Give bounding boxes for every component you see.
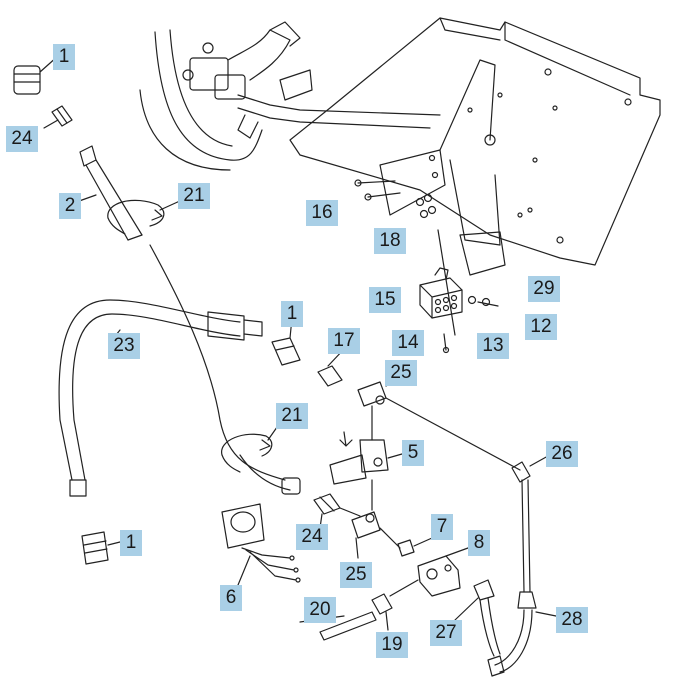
nut-1-bottom: [81, 531, 121, 565]
pipe-26-28: [487, 455, 557, 677]
callout-28: 28: [556, 607, 588, 633]
callout-1-top: 1: [53, 44, 75, 70]
fitting-19: [371, 593, 393, 631]
bracket: [379, 59, 506, 276]
callout-25-bottom: 25: [340, 562, 372, 588]
fitting-24-bottom: [313, 493, 361, 529]
callout-29: 29: [528, 276, 560, 302]
tee-25-lower: [351, 511, 401, 559]
valve-5: [329, 431, 403, 511]
callout-25-top: 25: [385, 360, 417, 386]
screw-12-13: [437, 229, 499, 336]
nuts-18: [415, 193, 437, 219]
rotation-arrow-21a: [107, 199, 183, 235]
callout-12: 12: [525, 314, 557, 340]
mounting-plate: [289, 17, 661, 266]
callout-1-bottom: 1: [120, 530, 142, 556]
callout-13: 13: [477, 333, 509, 359]
terminal-block-15: [419, 267, 463, 319]
elbow-27: [454, 579, 501, 657]
callout-27: 27: [430, 620, 462, 646]
callout-14: 14: [392, 330, 424, 356]
tee-25-upper: [357, 377, 521, 471]
upper-valve-assembly: [139, 21, 441, 171]
callout-7: 7: [431, 514, 453, 540]
callout-5: 5: [402, 440, 424, 466]
callout-16: 16: [306, 200, 338, 226]
callout-24-top: 24: [6, 126, 38, 152]
screw-14: [442, 333, 450, 354]
callout-18: 18: [374, 228, 406, 254]
callout-1-middle: 1: [281, 301, 303, 327]
screws-16: [354, 179, 401, 201]
callout-20: 20: [304, 597, 336, 623]
hose-2-lower: [149, 244, 301, 495]
coil-6: [221, 503, 301, 586]
callout-21-top: 21: [178, 183, 210, 209]
callout-24-bottom: 24: [296, 524, 328, 550]
valve-body-8: [389, 547, 469, 597]
callout-15: 15: [369, 287, 401, 313]
callout-21-bottom: 21: [276, 403, 308, 429]
callout-26: 26: [546, 441, 578, 467]
callout-6: 6: [220, 585, 242, 611]
callout-17: 17: [328, 328, 360, 354]
callout-23: 23: [108, 333, 140, 359]
callout-8: 8: [468, 530, 490, 556]
rotation-arrow-21b: [221, 419, 283, 473]
fitting-24-top: [43, 105, 73, 129]
nut-1-top: [13, 55, 59, 95]
fitting-7: [397, 537, 433, 557]
callout-2: 2: [59, 193, 81, 219]
callout-19: 19: [376, 632, 408, 658]
